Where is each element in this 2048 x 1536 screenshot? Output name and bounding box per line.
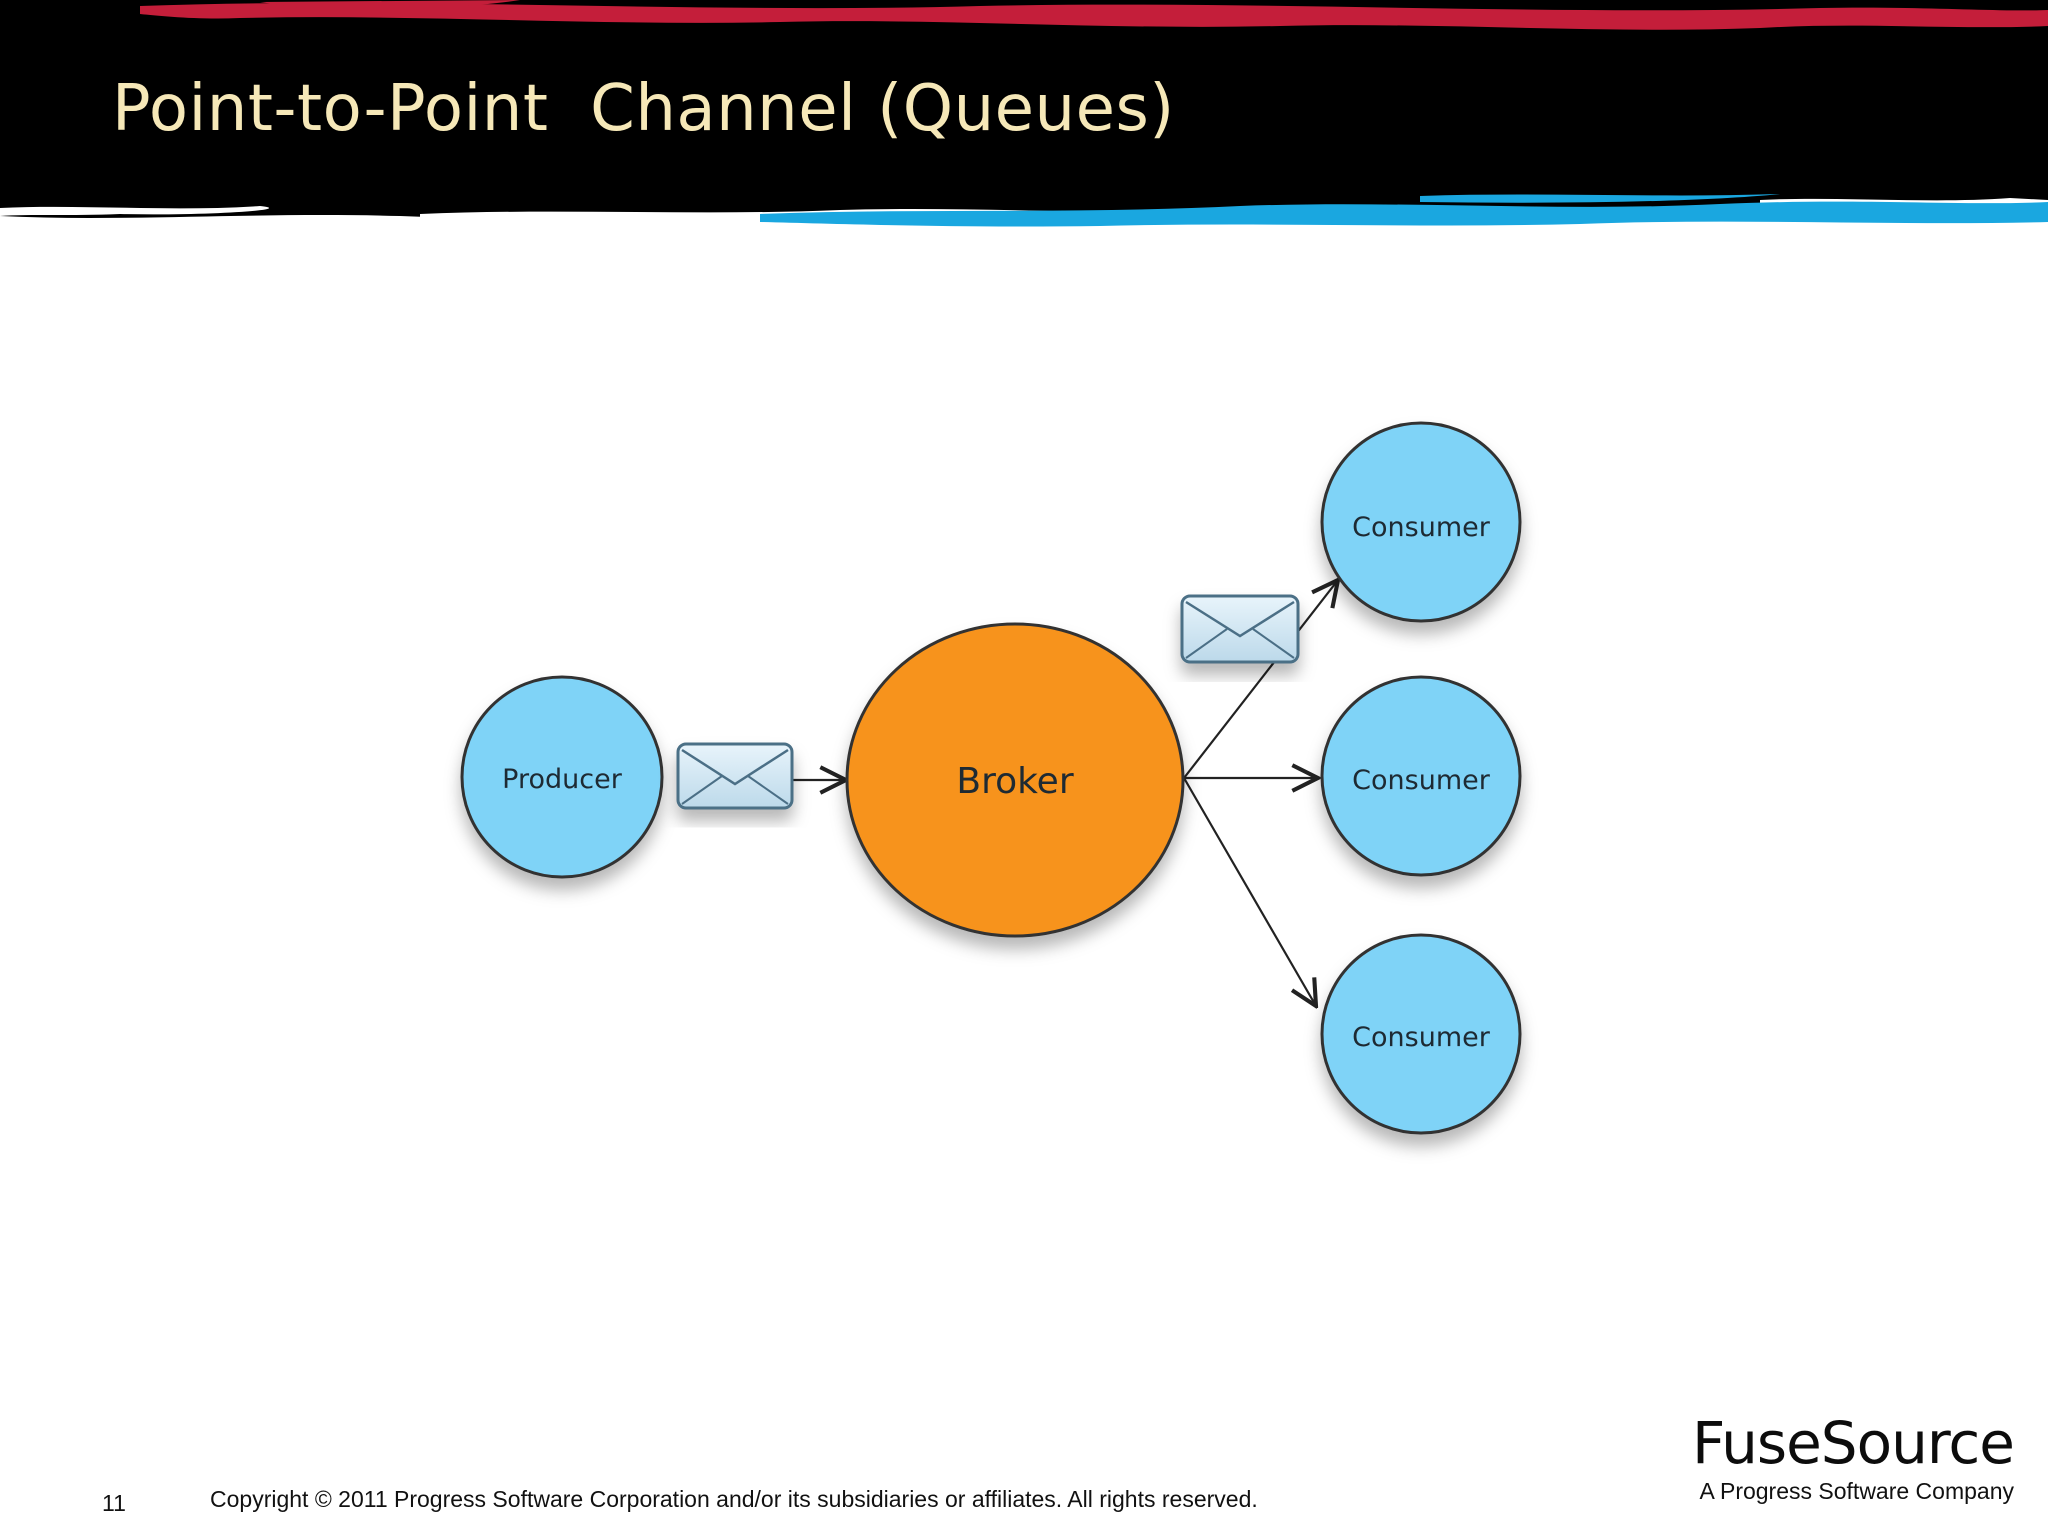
producer-circle — [460, 675, 664, 879]
slide-title: Point-to-Point Channel (Queues) — [112, 72, 1175, 146]
envelope-icon — [1180, 594, 1300, 664]
consumer-label: Consumer — [1352, 512, 1491, 543]
consumer-node-2: Consumer — [1320, 675, 1522, 877]
broker-ellipse — [845, 622, 1185, 938]
producer-label: Producer — [502, 764, 623, 795]
consumer-circle — [1320, 933, 1522, 1135]
consumer-node-3: Consumer — [1320, 933, 1522, 1135]
broker-to-consumer-3-arrow — [1183, 777, 1316, 1006]
page-number: 11 — [102, 1490, 126, 1516]
consumer-label: Consumer — [1352, 1022, 1491, 1053]
envelope-icon — [676, 742, 794, 810]
broker-label: Broker — [956, 761, 1073, 802]
consumer-circle — [1320, 421, 1522, 623]
logo-wordmark: FuseSource — [1691, 1409, 2015, 1477]
slide-header: Point-to-Point Channel (Queues) — [0, 0, 2048, 240]
broker-to-consumer-1-arrow — [1183, 580, 1338, 779]
copyright-text: Copyright © 2011 Progress Software Corpo… — [210, 1486, 1258, 1512]
producer-node: Producer — [460, 675, 664, 879]
broker-node: Broker — [845, 622, 1185, 938]
fusesource-logo: FuseSource A Progress Software Company — [1674, 1409, 2015, 1505]
header-brush-banner — [0, 0, 2048, 227]
consumer-node-1: Consumer — [1320, 421, 1522, 623]
logo-tagline: A Progress Software Company — [1699, 1478, 2014, 1504]
consumer-label: Consumer — [1352, 765, 1491, 796]
consumer-circle — [1320, 675, 1522, 877]
